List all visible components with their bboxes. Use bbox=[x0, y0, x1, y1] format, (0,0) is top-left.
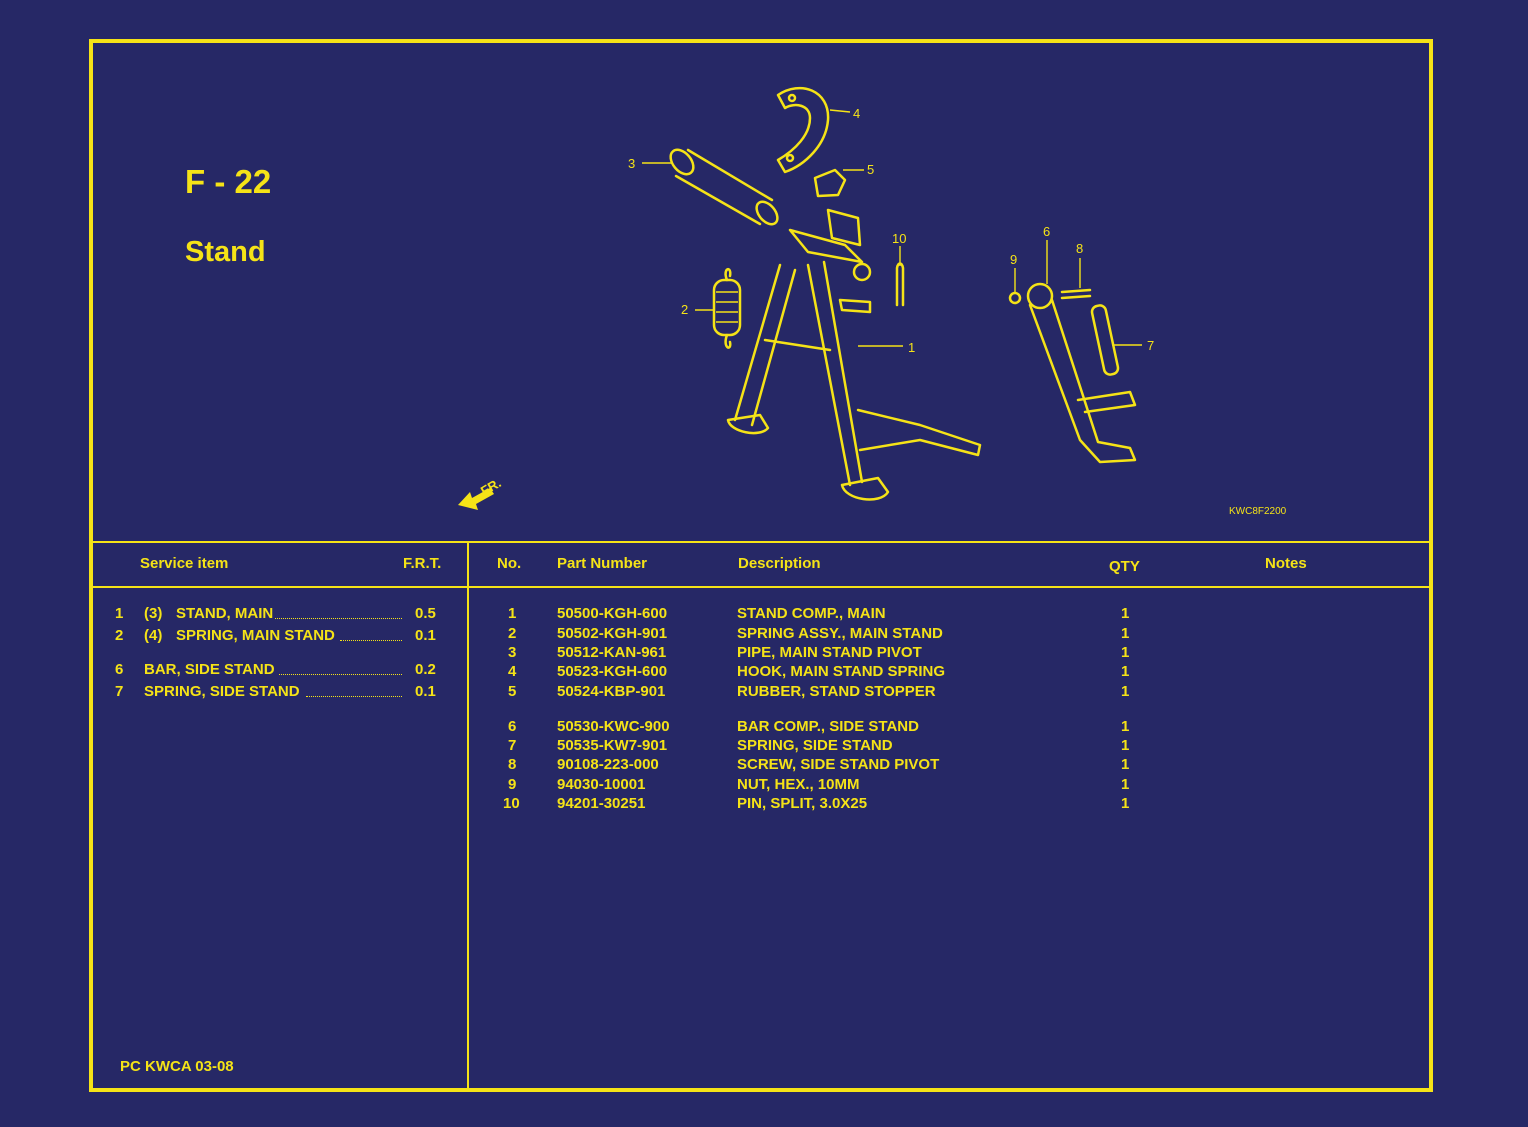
col-description: Description bbox=[738, 555, 821, 572]
page-title: Stand bbox=[185, 236, 266, 268]
part-rubber-stopper bbox=[813, 168, 847, 198]
col-qty: QTY bbox=[1109, 558, 1140, 575]
col-part-number: Part Number bbox=[557, 555, 648, 572]
part-pivot-pipe bbox=[669, 148, 779, 226]
col-notes: Notes bbox=[1265, 555, 1307, 572]
col-no: No. bbox=[497, 555, 522, 572]
table-divider bbox=[467, 541, 469, 1088]
part-side-stand bbox=[1008, 282, 1137, 464]
page-code: F - 22 bbox=[185, 163, 272, 200]
callout-6: 6 bbox=[1043, 224, 1050, 239]
callout-leaders bbox=[642, 109, 1142, 347]
callout-2: 2 bbox=[681, 302, 688, 317]
part-main-stand bbox=[726, 208, 982, 501]
exploded-diagram: 1 2 3 4 5 6 7 8 9 10 FR. KWC8F2200 bbox=[458, 86, 1287, 517]
col-frt: F.R.T. bbox=[403, 555, 442, 572]
callout-8: 8 bbox=[1076, 241, 1083, 256]
part-main-spring bbox=[712, 268, 742, 349]
part-hook bbox=[776, 86, 830, 174]
callout-5: 5 bbox=[867, 162, 874, 177]
col-service-item: Service item bbox=[140, 555, 229, 572]
catalog-frame bbox=[89, 39, 1433, 1092]
callout-4: 4 bbox=[853, 106, 860, 121]
figure-divider bbox=[93, 541, 1429, 543]
catalog-code: PC KWCA 03-08 bbox=[120, 1058, 234, 1075]
callout-10: 10 bbox=[892, 231, 906, 246]
callout-1: 1 bbox=[908, 340, 915, 355]
figure-ref-code: KWC8F2200 bbox=[1229, 506, 1287, 517]
front-arrow-icon bbox=[458, 488, 494, 510]
part-split-pin bbox=[895, 262, 905, 307]
callout-3: 3 bbox=[628, 156, 635, 171]
callout-9: 9 bbox=[1010, 252, 1017, 267]
header-divider bbox=[93, 586, 1429, 588]
callout-7: 7 bbox=[1147, 338, 1154, 353]
